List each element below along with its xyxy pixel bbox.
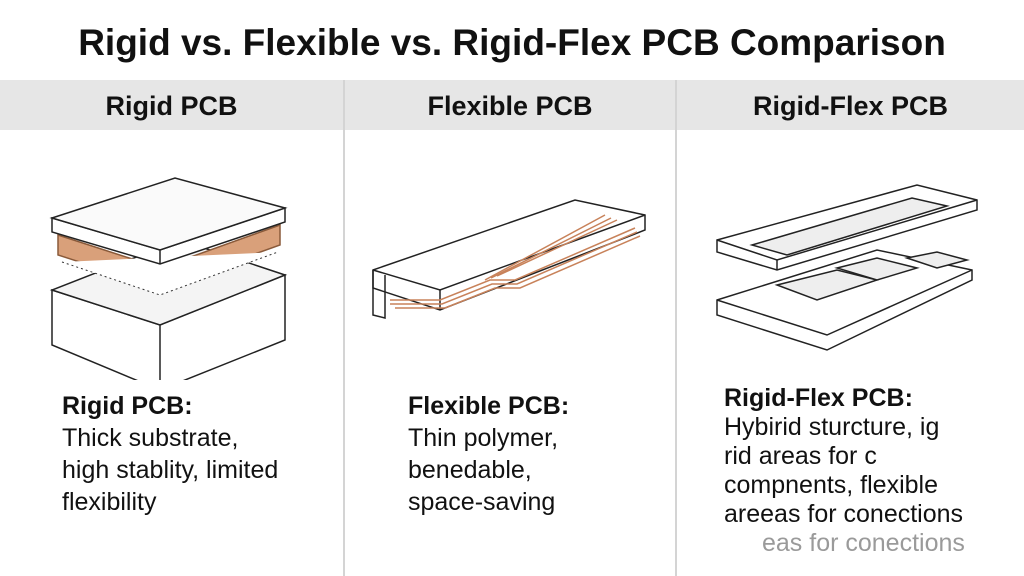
- description-line: rid areas for c: [724, 442, 877, 470]
- rigid-flex-description: Rigid-Flex PCB: Hybirid sturcture, ig ri…: [724, 384, 965, 558]
- description-line: Thin polymer,: [408, 424, 559, 452]
- description-label: Flexible PCB:: [408, 392, 570, 420]
- page-title: Rigid vs. Flexible vs. Rigid-Flex PCB Co…: [78, 22, 946, 63]
- rigid-description: Rigid PCB: Thick substrate, high stablit…: [62, 390, 278, 518]
- column-divider: [675, 80, 677, 576]
- description-line: benedable,: [408, 456, 532, 484]
- description-line: Thick substrate,: [62, 424, 239, 452]
- description-line: flexibility: [62, 488, 157, 516]
- description-label: Rigid PCB:: [62, 392, 193, 420]
- description-line: areeas for conections: [724, 500, 964, 528]
- column-divider: [343, 80, 345, 576]
- description-line: high stablity, limited: [62, 456, 279, 484]
- column-rigid-flex: Rigid-Flex PCB Rigid-Flex PCB: Hybirid s…: [677, 80, 1024, 576]
- column-header: Rigid-Flex PCB: [752, 91, 948, 121]
- column-flexible: Flexible PCB Flexible PCB: Thin polymer,…: [345, 80, 675, 576]
- header-band: [0, 80, 1024, 130]
- ghost-text-artifact: eas for conections: [762, 529, 965, 557]
- rigid-flex-pcb-illustration: [716, 184, 978, 351]
- column-header: Flexible PCB: [427, 91, 593, 121]
- description-line: space-saving: [408, 488, 556, 516]
- flexible-description: Flexible PCB: Thin polymer, benedable, s…: [408, 390, 569, 518]
- description-line: compnents, flexible: [724, 471, 939, 499]
- flexible-pcb-illustration: [372, 199, 646, 319]
- rigid-pcb-illustration: [49, 177, 288, 380]
- description-line: Hybirid sturcture, ig: [724, 413, 940, 441]
- description-label: Rigid-Flex PCB:: [724, 384, 913, 412]
- column-rigid: Rigid PCB Rigid PCB: Thick substrate, hi…: [0, 80, 343, 576]
- column-header: Rigid PCB: [105, 91, 238, 121]
